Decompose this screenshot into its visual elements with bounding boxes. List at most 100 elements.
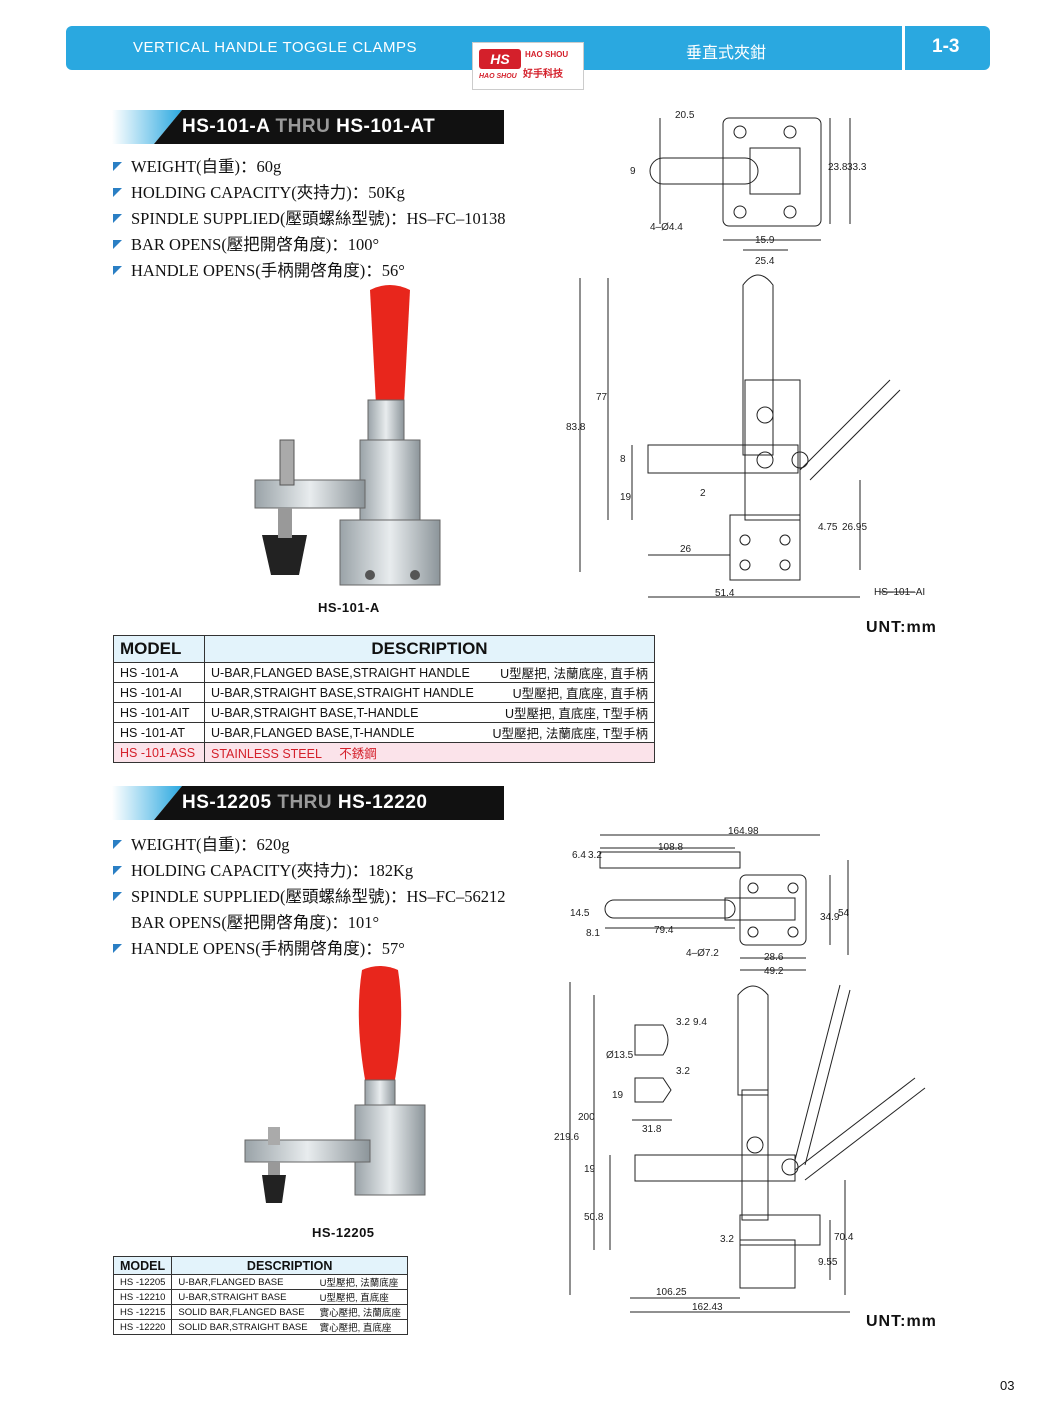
photo-caption-1: HS-101-A xyxy=(318,600,380,615)
dim-label: 106.25 xyxy=(656,1287,687,1298)
technical-drawing-1: 20.5 9 23.8 33.3 4–Ø4.4 15.9 25.4 83.8 7… xyxy=(566,110,925,599)
dim-label: 28.6 xyxy=(764,952,784,963)
section2-banner: HS-12205 THRU HS-12220 xyxy=(112,786,504,820)
bullet-icon xyxy=(113,266,122,275)
section1-title: HS-101-A THRU HS-101-AT xyxy=(182,116,436,137)
dim-label: 4–Ø4.4 xyxy=(650,222,683,233)
dim-label: 9.55 xyxy=(818,1257,838,1268)
header-title-en: VERTICAL HANDLE TOGGLE CLAMPS xyxy=(133,39,418,56)
dim-label: 3.2 xyxy=(588,850,602,861)
logo-name-cn: 好手科技 xyxy=(523,69,563,80)
bullet-icon xyxy=(113,240,122,249)
dim-label: HS–101–AI xyxy=(874,587,925,598)
dim-label: 2 xyxy=(700,488,706,499)
bullet-icon xyxy=(113,892,122,901)
unit-label-2: UNT:mm xyxy=(866,1313,937,1330)
dim-label: 3.2 xyxy=(720,1234,734,1245)
dim-label: 3.2 xyxy=(676,1066,690,1077)
header-title-cn: 垂直式夾鉗 xyxy=(686,45,767,62)
dim-label: 51.4 xyxy=(715,588,735,599)
dim-label: 3.2 xyxy=(676,1017,690,1028)
dim-label: 20.5 xyxy=(675,110,695,121)
spec-item: HOLDING CAPACITY(夾持力)：182Kg xyxy=(113,858,506,884)
dim-label: 23.8 xyxy=(828,162,848,173)
dim-label: 19 xyxy=(612,1090,624,1101)
spec-item: SPINDLE SUPPLIED(壓頭螺絲型號)：HS–FC–56212 xyxy=(113,884,506,910)
section1-specs: WEIGHT(自重)：60g HOLDING CAPACITY(夾持力)：50K… xyxy=(113,154,506,284)
product-photo-hs-12205 xyxy=(244,966,426,1203)
table-header-row: MODEL DESCRIPTION xyxy=(113,635,655,663)
spec-item: WEIGHT(自重)：620g xyxy=(113,832,506,858)
logo-badge: HS xyxy=(479,49,521,69)
table-row: HS -101-AT U-BAR,FLANGED BASE,T-HANDLE U… xyxy=(113,722,655,743)
table-row: HS -12220 SOLID BAR,STRAIGHT BASE 實心壓把, … xyxy=(112,1319,408,1335)
spec-item: BAR OPENS(壓把開啓角度)：101° xyxy=(131,913,380,932)
bullet-icon xyxy=(113,840,122,849)
page-number: 03 xyxy=(1000,1378,1015,1393)
spec-item: SPINDLE SUPPLIED(壓頭螺絲型號)：HS–FC–10138 xyxy=(113,206,506,232)
model-table-2: MODEL DESCRIPTION HS -12205 U-BAR,FLANGE… xyxy=(112,1256,408,1335)
section1-banner: HS-101-A THRU HS-101-AT xyxy=(112,110,504,144)
table-row: HS -12210 U-BAR,STRAIGHT BASE U型壓把, 直底座 xyxy=(112,1289,408,1305)
section2-title: HS-12205 THRU HS-12220 xyxy=(182,792,428,813)
technical-drawing-2: 164.98 108.8 6.4 3.2 14.5 8.1 79.4 34.9 … xyxy=(554,826,926,1313)
dim-label: 31.8 xyxy=(642,1124,662,1135)
spec-item: HANDLE OPENS(手柄開啓角度)：56° xyxy=(113,258,506,284)
bullet-icon xyxy=(113,188,122,197)
dim-label: 108.8 xyxy=(658,842,683,853)
dim-label: 34.9 xyxy=(820,912,840,923)
header-divider xyxy=(902,26,905,70)
dim-label: 50.8 xyxy=(584,1212,604,1223)
unit-label-1: UNT:mm xyxy=(866,619,937,636)
bullet-icon xyxy=(113,866,122,875)
dim-label: 200 xyxy=(578,1112,595,1123)
dim-label: 25.4 xyxy=(755,256,775,267)
dim-label: 219.6 xyxy=(554,1132,579,1143)
logo-sub-en: HAO SHOU xyxy=(479,73,517,80)
dim-label: 54 xyxy=(838,908,850,919)
logo-name-en: HAO SHOU xyxy=(525,50,569,59)
dim-label: 4.75 xyxy=(818,522,838,533)
dim-label: 162.43 xyxy=(692,1302,723,1313)
dim-label: 19 xyxy=(584,1164,596,1175)
table-row: HS -101-A U-BAR,FLANGED BASE,STRAIGHT HA… xyxy=(113,662,655,683)
brand-logo: HS HAO SHOU 好手科技 HAO SHOU xyxy=(472,42,584,90)
bullet-icon xyxy=(113,214,122,223)
dim-label: 8.1 xyxy=(586,928,600,939)
table-row: HS -101-AIT U-BAR,STRAIGHT BASE,T-HANDLE… xyxy=(113,702,655,723)
header-page-code: 1-3 xyxy=(932,36,960,57)
dim-label: 26.95 xyxy=(842,522,867,533)
dim-label: Ø13.5 xyxy=(606,1050,634,1061)
dim-label: 8 xyxy=(620,454,626,465)
col-model: MODEL xyxy=(113,635,205,663)
product-photo-hs-101-a xyxy=(254,285,441,586)
table-header-row: MODEL DESCRIPTION xyxy=(112,1256,408,1275)
table-row: HS -12215 SOLID BAR,FLANGED BASE 實心壓把, 法… xyxy=(112,1304,408,1320)
model-table-1: MODEL DESCRIPTION HS -101-A U-BAR,FLANGE… xyxy=(113,635,655,763)
dim-label: 79.4 xyxy=(654,925,674,936)
bullet-icon xyxy=(113,162,122,171)
photo-caption-2: HS-12205 xyxy=(312,1225,375,1240)
dim-label: 33.3 xyxy=(847,162,867,173)
bullet-icon xyxy=(113,944,122,953)
dim-label: 15.9 xyxy=(755,235,775,246)
dim-label: 49.2 xyxy=(764,966,784,977)
dim-label: 26 xyxy=(680,544,692,555)
spec-item: BAR OPENS(壓把開啓角度)：100° xyxy=(113,232,506,258)
dim-label: 14.5 xyxy=(570,908,590,919)
dim-label: 9.4 xyxy=(693,1017,707,1028)
table-row: HS -12205 U-BAR,FLANGED BASE U型壓把, 法蘭底座 xyxy=(112,1274,408,1290)
dim-label: 4–Ø7.2 xyxy=(686,948,719,959)
dim-label: 9 xyxy=(630,166,636,177)
section2-specs: WEIGHT(自重)：620g HOLDING CAPACITY(夾持力)：18… xyxy=(113,832,506,962)
col-model: MODEL xyxy=(112,1256,173,1275)
spec-item: HANDLE OPENS(手柄開啓角度)：57° xyxy=(113,936,506,962)
dim-label: 164.98 xyxy=(728,826,759,837)
spec-item: WEIGHT(自重)：60g xyxy=(113,154,506,180)
col-description: DESCRIPTION xyxy=(171,1256,408,1275)
table-row: HS -101-AI U-BAR,STRAIGHT BASE,STRAIGHT … xyxy=(113,682,655,703)
spec-item: HOLDING CAPACITY(夾持力)：50Kg xyxy=(113,180,506,206)
dim-label: 77 xyxy=(596,392,608,403)
dim-label: 19 xyxy=(620,492,632,503)
col-description: DESCRIPTION xyxy=(204,635,655,663)
